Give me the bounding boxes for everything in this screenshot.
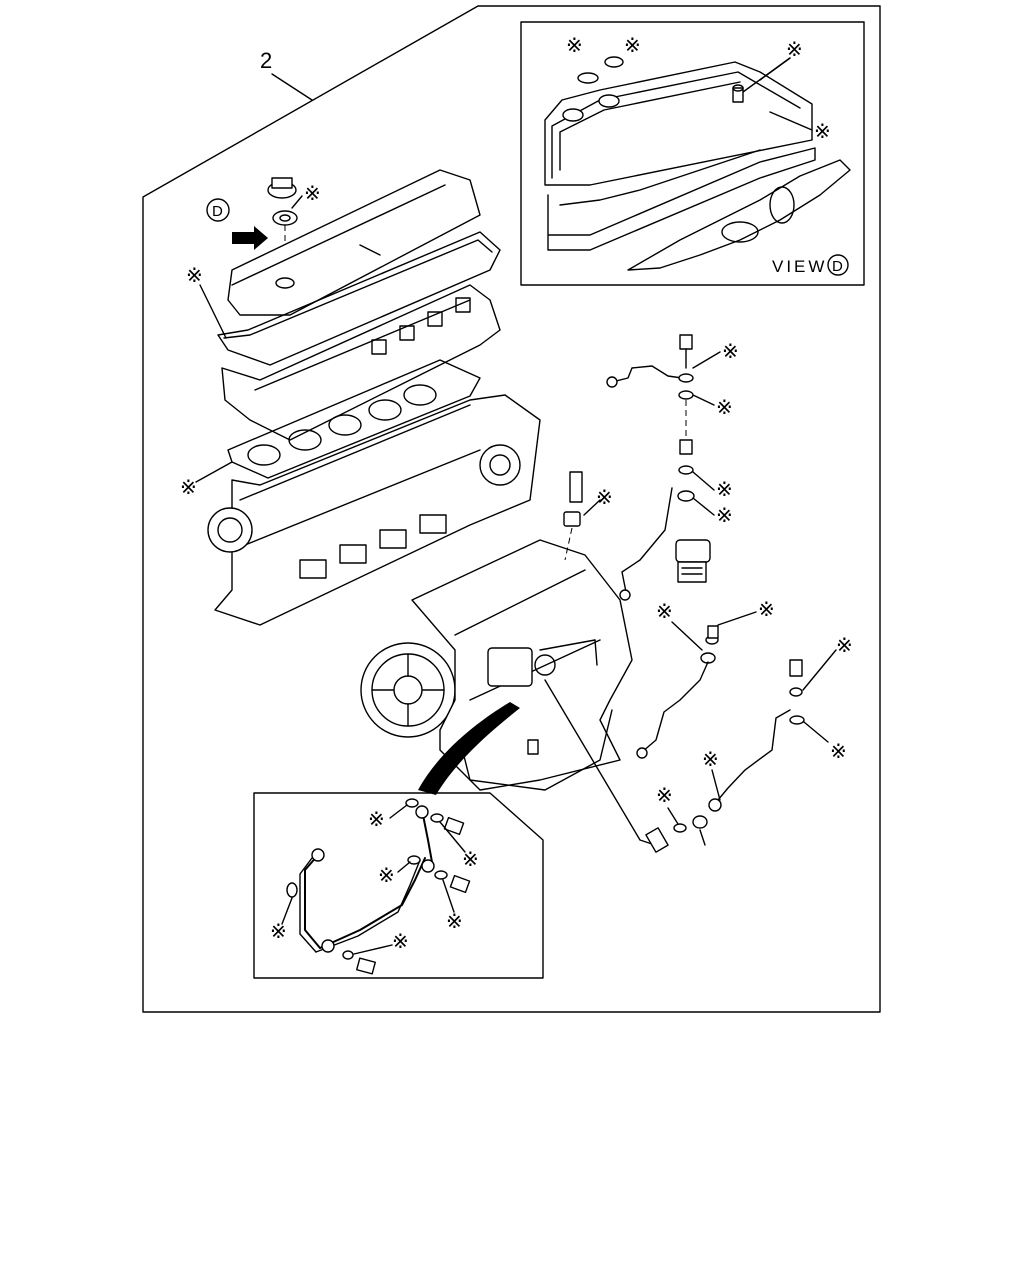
kit-marker: ※ <box>716 397 733 419</box>
kit-marker: ※ <box>596 487 613 509</box>
view-d-inset: ※ ※ ※ ※ VIEW D <box>520 21 865 286</box>
kit-marker: ※ <box>566 35 583 57</box>
item-callout-2: 2 <box>260 48 313 101</box>
kit-marker: ※ <box>722 341 739 363</box>
kit-marker: ※ <box>186 265 203 287</box>
kit-marker: ※ <box>702 749 719 771</box>
view-d-markers: ※ ※ ※ ※ <box>566 35 831 143</box>
lower-engine-assembly <box>360 471 669 853</box>
kit-marker: ※ <box>304 183 321 205</box>
kit-marker: ※ <box>656 785 673 807</box>
kit-marker: ※ <box>716 505 733 527</box>
kit-marker: ※ <box>270 921 287 943</box>
kit-marker: ※ <box>462 849 479 871</box>
kit-marker: ※ <box>180 477 197 499</box>
item-number-label: 2 <box>260 48 272 73</box>
kit-marker: ※ <box>378 865 395 887</box>
view-marker-letter: D <box>832 258 843 275</box>
kit-marker: ※ <box>814 121 831 143</box>
kit-marker: ※ <box>624 35 641 57</box>
view-label: VIEW <box>772 257 827 276</box>
kit-marker: ※ <box>446 911 463 933</box>
kit-marker: ※ <box>716 479 733 501</box>
kit-marker: ※ <box>830 741 847 763</box>
kit-marker: ※ <box>368 809 385 831</box>
oil-filter-group: ※ ※ ※ ※ ※ ※ ※ ※ ※ ※ ※ <box>583 334 853 846</box>
frame-outline <box>142 5 881 1013</box>
kit-marker: ※ <box>786 39 803 61</box>
kit-marker: ※ <box>758 599 775 621</box>
kit-marker: ※ <box>656 601 673 623</box>
view-marker-letter: D <box>212 203 223 220</box>
pipe-detail-inset: ※ ※ ※ ※ ※ ※ <box>253 792 544 979</box>
kit-marker: ※ <box>392 931 409 953</box>
kit-marker: ※ <box>836 635 853 657</box>
upper-engine-assembly: D <box>180 169 541 626</box>
